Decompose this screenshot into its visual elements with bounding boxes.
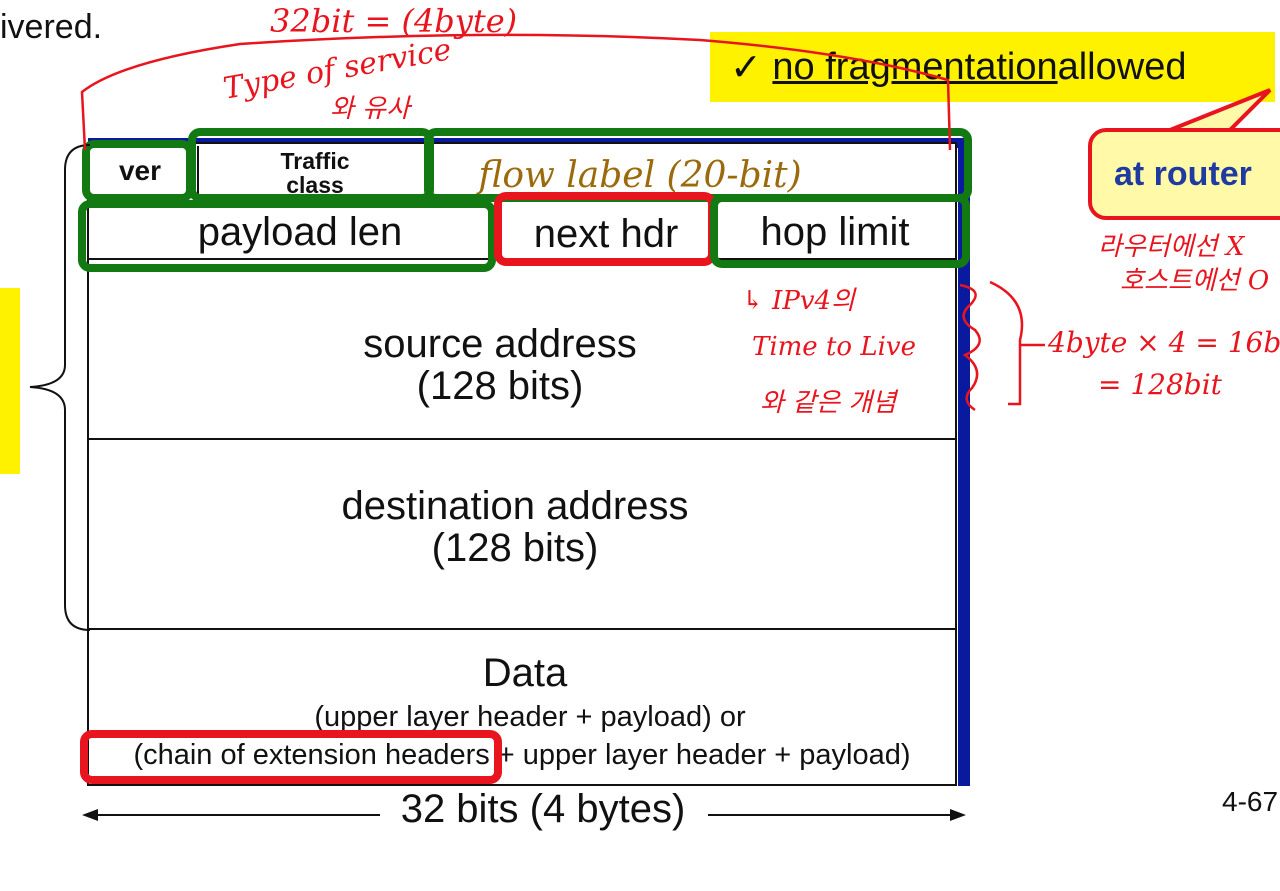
field-divider: [197, 146, 199, 196]
left-yellow-strip: [0, 288, 20, 474]
highlight-hop-limit: [710, 194, 970, 268]
banner-rest-text: allowed: [1057, 45, 1187, 88]
field-hop-limit: hop limit: [760, 210, 910, 254]
slide-text-fragment: ivered.: [0, 8, 103, 46]
note-ipv4: ↳ IPv4의: [742, 286, 855, 316]
note-address-bytes: 4byte × 4 = 16byte: [1048, 326, 1280, 359]
note-address-bits: = 128bit: [1098, 368, 1222, 401]
field-ver: ver: [118, 155, 162, 186]
field-destination-address: destination address (128 bits): [270, 482, 760, 572]
highlight-extension-headers: [80, 730, 502, 784]
note-host: 호스트에선 O: [1120, 266, 1270, 296]
at-router-callout: at router: [1088, 128, 1280, 220]
callout-pointer: [1169, 88, 1272, 132]
note-type-of-service-2: 와 유사: [330, 94, 411, 124]
header-shadow: [958, 140, 970, 786]
source-address-line1: source address: [363, 322, 637, 366]
check-icon: ✓: [730, 46, 762, 89]
note-time-to-live: Time to Live: [752, 332, 916, 362]
width-label: 32 bits (4 bytes): [380, 786, 706, 832]
width-arrow: [82, 809, 966, 821]
traffic-class-line2: class: [286, 172, 344, 196]
field-next-hdr: next hdr: [533, 211, 679, 256]
traffic-class-line1: Traffic: [280, 150, 350, 174]
field-data-line2: (chain of extension headers + upper laye…: [133, 738, 911, 771]
page-number: 4-67: [1222, 786, 1279, 817]
field-traffic-class: Traffic class: [205, 150, 425, 196]
source-address-line2: (128 bits): [416, 364, 584, 408]
field-data-title: Data: [482, 650, 568, 695]
ipv6-header-diagram: [87, 142, 957, 786]
note-router: 라우터에선 X: [1098, 232, 1245, 262]
row-divider: [87, 628, 957, 630]
note-same-concept: 와 같은 개념: [760, 388, 897, 418]
highlight-payload-len: [78, 200, 496, 272]
note-32bit: 32bit = (4byte): [270, 2, 518, 40]
left-brace: [29, 144, 91, 631]
field-flow-label: flow label (20-bit): [478, 154, 802, 196]
field-data-line1: (upper layer header + payload) or: [314, 700, 746, 733]
field-payload-len: payload len: [197, 210, 403, 254]
field-source-address: source address (128 bits): [300, 320, 700, 410]
dest-address-line2: (128 bits): [431, 526, 599, 570]
dest-address-line1: destination address: [341, 484, 689, 528]
no-fragmentation-banner: ✓ no fragmentation allowed: [710, 32, 1275, 102]
row-divider: [87, 438, 957, 440]
